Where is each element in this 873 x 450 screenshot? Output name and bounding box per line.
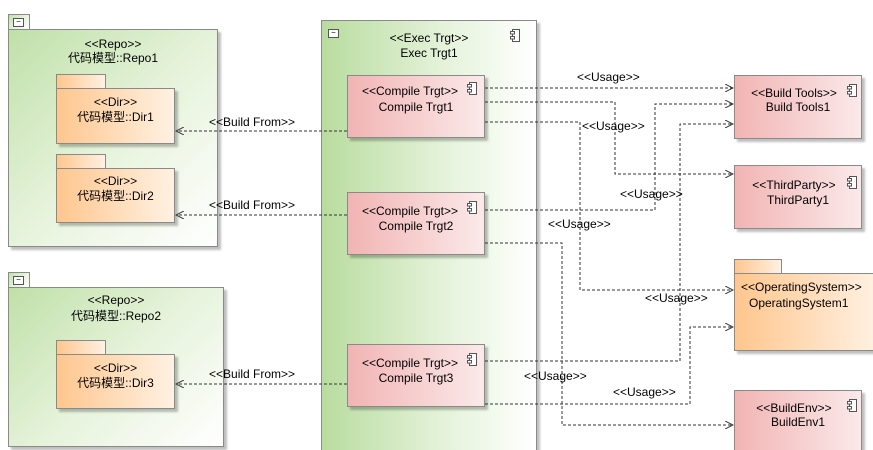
build-env-component[interactable]: <<BuildEnv>> BuildEnv1 [734, 390, 862, 450]
build-from-label: <<Build From>> [209, 198, 296, 212]
ct3-name: Compile Trgt3 [378, 371, 454, 385]
dir2-name: 代码模型::Dir2 [77, 189, 154, 203]
usage-label: <<Usage>> [645, 291, 708, 305]
usage-label: <<Usage>> [613, 385, 676, 399]
usage-label: <<Usage>> [582, 119, 645, 133]
third-party-component[interactable]: <<ThirdParty>> ThirdParty1 [734, 165, 862, 229]
dir1-package[interactable]: <<Dir>> 代码模型::Dir1 [56, 88, 175, 144]
component-icon [467, 201, 477, 214]
component-icon [847, 84, 857, 97]
collapse-icon[interactable]: − [13, 18, 24, 27]
os-stereotype: <<OperatingSystem>> [741, 280, 862, 294]
dir2-package[interactable]: <<Dir>> 代码模型::Dir2 [56, 168, 175, 223]
ct3-stereotype: <<Compile Trgt>> [361, 356, 459, 370]
build-from-label: <<Build From>> [209, 367, 296, 381]
build-env-stereotype: <<BuildEnv>> [756, 401, 832, 415]
dir1-name: 代码模型::Dir1 [77, 110, 154, 124]
build-tools-component[interactable]: <<Build Tools>> Build Tools1 [734, 75, 862, 139]
repo1-name: 代码模型::Repo1 [67, 51, 159, 65]
dir3-package[interactable]: <<Dir>> 代码模型::Dir3 [56, 354, 175, 409]
repo2-stereotype: <<Repo>> [87, 293, 145, 307]
ct2-stereotype: <<Compile Trgt>> [361, 204, 459, 218]
usage-label: <<Usage>> [577, 70, 640, 84]
build-tools-name: Build Tools1 [765, 100, 831, 114]
exec-stereotype: <<Exec Trgt>> [389, 31, 469, 45]
third-party-stereotype: <<ThirdParty>> [752, 178, 836, 192]
usage-label: <<Usage>> [524, 369, 587, 383]
usage-connector[interactable] [485, 124, 733, 362]
os-package[interactable]: <<OperatingSystem>> OperatingSystem1 [734, 273, 873, 351]
dir3-stereotype: <<Dir>> [93, 361, 138, 375]
exec-name: Exec Trgt1 [400, 46, 458, 60]
repo2-package[interactable]: − <<Repo>> 代码模型::Repo2 [8, 276, 224, 447]
build-env-name: BuildEnv1 [770, 415, 826, 429]
component-icon [467, 353, 477, 366]
usage-label: <<Usage>> [548, 217, 611, 231]
build-from-label: <<Build From>> [209, 115, 296, 129]
repo2-name: 代码模型::Repo2 [70, 309, 162, 323]
dir2-stereotype: <<Dir>> [93, 174, 138, 188]
os-name: OperatingSystem1 [749, 296, 849, 310]
collapse-icon[interactable]: − [13, 276, 24, 285]
ct1-name: Compile Trgt1 [378, 100, 454, 114]
dir1-stereotype: <<Dir>> [93, 95, 138, 109]
ct1-stereotype: <<Compile Trgt>> [361, 84, 459, 98]
usage-connector[interactable] [485, 121, 733, 290]
usage-connector[interactable] [485, 104, 733, 211]
ct2-name: Compile Trgt2 [378, 219, 454, 233]
usage-label: <<Usage>> [620, 187, 683, 201]
compile-target-2[interactable]: <<Compile Trgt>> Compile Trgt2 [347, 192, 485, 255]
component-icon [847, 399, 857, 412]
compile-target-1[interactable]: <<Compile Trgt>> Compile Trgt1 [347, 75, 485, 138]
build-tools-stereotype: <<Build Tools>> [751, 86, 837, 100]
compile-target-3[interactable]: <<Compile Trgt>> Compile Trgt3 [347, 344, 485, 407]
usage-connector[interactable] [485, 101, 733, 174]
third-party-name: ThirdParty1 [766, 193, 830, 207]
dir3-name: 代码模型::Dir3 [77, 376, 154, 390]
component-icon [847, 176, 857, 189]
component-icon [467, 82, 477, 95]
usage-connector[interactable] [485, 327, 733, 405]
component-icon [510, 29, 520, 42]
repo1-stereotype: <<Repo>> [84, 37, 142, 51]
usage-connector[interactable] [485, 242, 733, 425]
collapse-icon[interactable]: − [328, 29, 339, 38]
